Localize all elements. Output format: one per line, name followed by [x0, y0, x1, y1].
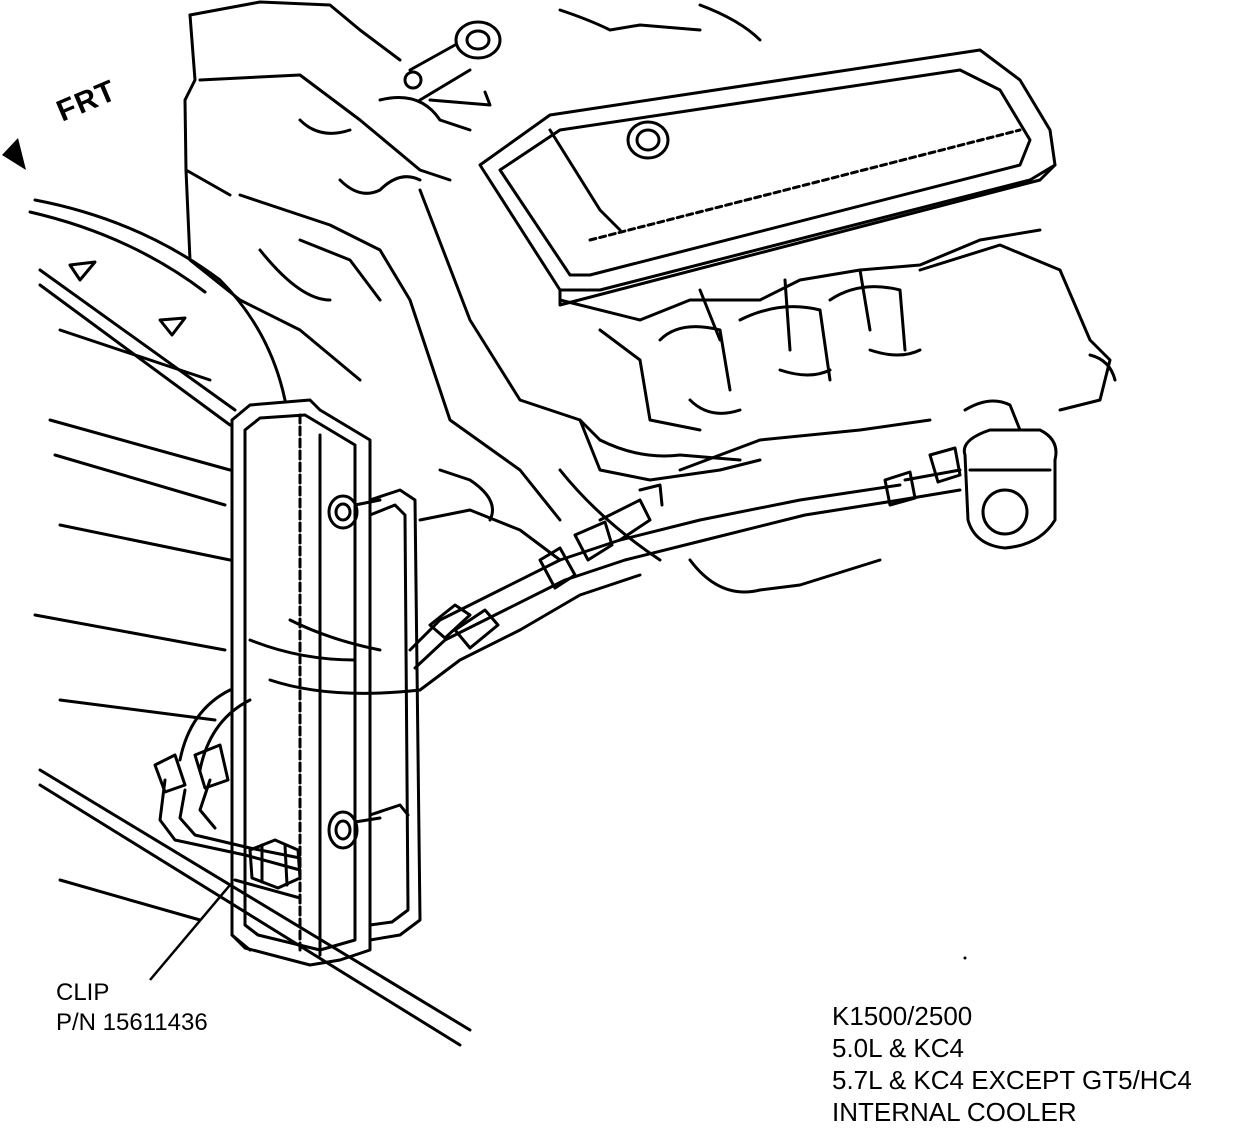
- oil-cooler: [230, 398, 372, 967]
- spec-block: K1500/2500 5.0L & KC4 5.7L & KC4 EXCEPT …: [832, 1000, 1192, 1128]
- hose-connectors: [153, 446, 962, 794]
- radiator-shroud: [28, 198, 472, 1047]
- exhaust-manifold: [418, 188, 1117, 482]
- line-clip: [233, 838, 302, 900]
- stray-mark: [963, 956, 967, 960]
- spec-line-model: K1500/2500: [832, 1001, 973, 1031]
- lower-cooler-fitting: [327, 810, 382, 850]
- engine-block: [183, 0, 882, 594]
- upper-cooler-fitting: [327, 494, 382, 530]
- clip-callout-name: CLIP: [56, 979, 110, 1006]
- valve-cover: [478, 48, 1057, 307]
- spec-line-cooler-type: INTERNAL COOLER: [832, 1097, 1077, 1127]
- clip-callout-part-number: P/N 15611436: [56, 1009, 208, 1036]
- spec-line-engine-2: 5.7L & KC4 EXCEPT GT5/HC4: [832, 1065, 1192, 1095]
- oil-filter: [962, 399, 1058, 550]
- front-direction-arrow-icon: [2, 138, 26, 170]
- clip-callout: CLIP P/N 15611436: [56, 978, 208, 1038]
- spec-line-engine-1: 5.0L & KC4: [832, 1033, 965, 1063]
- water-outlet: [403, 3, 762, 107]
- clip-leader-line: [149, 884, 231, 981]
- cooler-lines: [158, 468, 962, 942]
